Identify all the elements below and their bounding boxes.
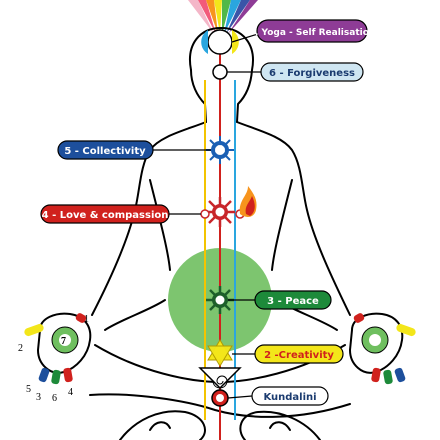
hand-numbers: 1 2 3 4 5 6 7 xyxy=(18,314,89,404)
rainbow-crown xyxy=(188,0,258,34)
hand-number-1: 1 xyxy=(84,314,89,325)
right-hand xyxy=(348,312,416,385)
label-yoga-text: 7. Yoga - Self Realisation xyxy=(249,28,376,38)
label-kundalini-text: Kundalini xyxy=(263,392,316,403)
label-collectivity-text: 5 - Collectivity xyxy=(64,146,146,157)
star-of-david-icon xyxy=(207,339,233,367)
label-creativity: 2 -Creativity xyxy=(254,344,344,364)
chakra-5-throat xyxy=(206,136,234,164)
label-peace-text: 3 - Peace xyxy=(267,296,319,307)
chakra-4-heart xyxy=(200,197,245,227)
chakra-3-navel xyxy=(206,286,234,314)
left-hand xyxy=(24,312,92,385)
label-love-text: 4 - Love & compassion xyxy=(42,210,169,221)
hand-number-4: 4 xyxy=(68,387,73,398)
hand-number-3: 3 xyxy=(36,392,41,403)
hand-number-7: 7 xyxy=(61,336,66,347)
label-yoga: 7. Yoga - Self Realisation xyxy=(249,19,376,43)
label-forgiveness: 6 - Forgiveness xyxy=(260,62,364,82)
kundalini-coil-icon xyxy=(198,367,242,407)
label-creativity-text: 2 -Creativity xyxy=(264,350,334,361)
hand-number-2: 2 xyxy=(18,343,23,354)
hand-number-5: 5 xyxy=(26,384,31,395)
hand-number-6: 6 xyxy=(52,393,57,404)
label-love: 4 - Love & compassion xyxy=(40,204,170,224)
label-kundalini: Kundalini xyxy=(251,386,329,406)
chakra-6-forehead xyxy=(212,64,228,80)
flame-icon xyxy=(239,186,257,217)
connector-lines xyxy=(152,33,262,399)
label-forgiveness-text: 6 - Forgiveness xyxy=(269,68,355,79)
label-peace: 3 - Peace xyxy=(254,290,332,310)
chakra-7-crown xyxy=(201,29,239,55)
label-collectivity: 5 - Collectivity xyxy=(57,140,154,160)
